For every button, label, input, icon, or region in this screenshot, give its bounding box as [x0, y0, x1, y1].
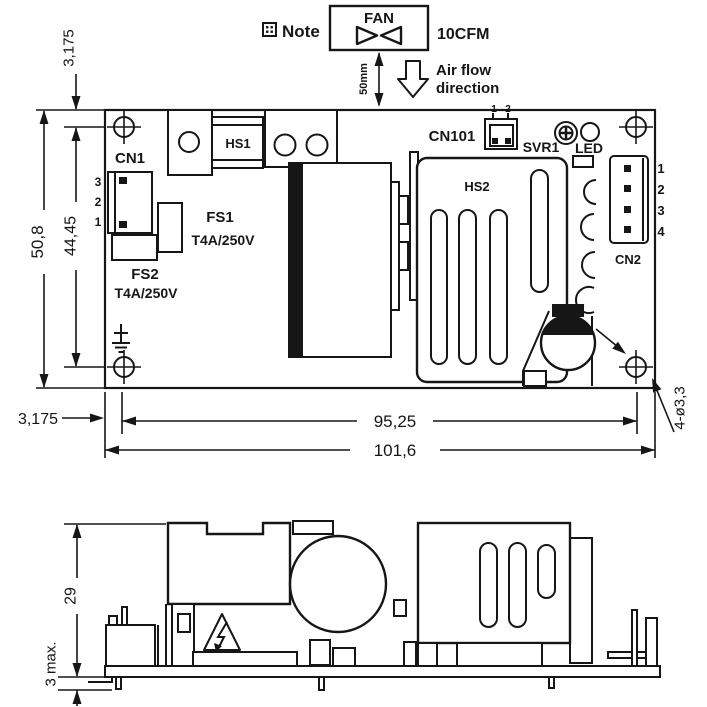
hole-span-v-label: 44,45: [63, 216, 80, 256]
dim-top-offset: 3,175: [60, 29, 81, 110]
cn1-pin-label: 1: [95, 215, 102, 229]
cn2-pin-label: 1: [657, 161, 664, 176]
capacitor-small-left: [167, 109, 213, 176]
cn2-pin-label: 4: [657, 224, 665, 239]
side-part: [393, 599, 407, 617]
heatsink-hs1: HS1: [211, 116, 264, 169]
mounting-hole-bottom-right: [619, 350, 653, 384]
cn2-pin-label: 2: [657, 182, 664, 197]
cn101-pin-label: 1: [491, 104, 497, 115]
fuse-fs2: FS2 T4A/250V: [111, 234, 178, 301]
dim-side-height: 29: [63, 523, 166, 677]
side-pin: [548, 676, 555, 689]
capacitor-pair-block: [264, 109, 338, 168]
note-label: Note: [282, 22, 320, 41]
hs1-label: HS1: [225, 136, 250, 151]
cn1-label: CN1: [115, 150, 145, 167]
fan-distance-label: 50mm: [358, 63, 370, 95]
airflow-rating-label: 10CFM: [437, 26, 489, 43]
fuse-fs1: FS1 T4A/250V: [157, 202, 255, 253]
fan-distance-dimension: 50mm: [358, 52, 384, 107]
mounting-hole-top-right: [619, 110, 653, 144]
dim-left-offset: 3,175: [18, 392, 656, 458]
cn2-pin-label: 3: [657, 203, 664, 218]
note-icon: [262, 22, 277, 37]
hole-callout-arrow: [612, 341, 626, 354]
hs2-fin-slot: [458, 209, 477, 365]
hs2-fin-slot: [489, 209, 508, 365]
side-part: [309, 639, 331, 666]
airflow-direction-arrow-icon: [397, 60, 429, 98]
cn2-label: CN2: [615, 252, 641, 267]
dim-board-width: 101,6: [105, 441, 655, 460]
cn1-connector: CN1 3 2 1: [95, 150, 153, 234]
cn101-pin-label: 2: [505, 104, 511, 115]
airflow-direction-label-line1: Air flow: [436, 62, 491, 79]
side-part: [332, 647, 356, 667]
hole-span-h-label: 95,25: [374, 412, 417, 431]
dim-hole-span-vertical: 44,45: [63, 126, 106, 368]
cn101-connector: CN101 1 2: [429, 104, 518, 150]
hole-callout-arrow: [652, 378, 662, 393]
cn1-pin-label: 3: [95, 175, 102, 189]
hs2-label: HS2: [464, 179, 489, 194]
cn2-connector: 1 2 3 4 CN2: [609, 155, 665, 267]
side-height-label: 29: [63, 587, 80, 605]
transformer: [288, 151, 419, 358]
warning-triangle-icon: [203, 613, 241, 652]
pin-protrusion-label: 3 max.: [42, 641, 59, 686]
dim-hole-span-horizontal: 95,25: [122, 412, 637, 431]
fs2-rating-label: T4A/250V: [114, 285, 178, 301]
side-pcb: [104, 665, 661, 678]
side-view: 29 3 max.: [42, 520, 661, 706]
hole-callout-label: 4-ø3,3: [671, 386, 688, 429]
side-heatsink: [416, 521, 593, 667]
board-height-label: 50,8: [28, 225, 47, 258]
board-width-label: 101,6: [374, 441, 417, 460]
dim-pin-protrusion: 3 max.: [42, 641, 112, 706]
fan-label: FAN: [364, 10, 394, 27]
side-shelf-right: [607, 651, 647, 659]
side-solder-tab: [88, 677, 113, 683]
top-offset-label: 3,175: [60, 29, 77, 67]
cn1-pin-label: 2: [95, 195, 102, 209]
led-indicator: LED: [575, 122, 603, 156]
side-capacitor: [288, 534, 388, 634]
hs2-fin-slot: [530, 169, 549, 293]
top-view: CN1 3 2 1 FS1 T4A/250V FS2 T4A/250V: [95, 104, 688, 433]
fan-blade-icon: [355, 25, 403, 46]
side-cn1-connector: [105, 604, 167, 667]
hs2-fin-slot: [430, 209, 448, 365]
side-transformer: [166, 521, 298, 667]
side-pin: [115, 676, 122, 690]
mounting-hole-top-left: [107, 110, 141, 144]
svr1-label: SVR1: [523, 139, 560, 155]
heatsink-hs2: HS2: [415, 156, 569, 384]
fs2-label: FS2: [131, 266, 159, 283]
ground-symbol: [112, 324, 130, 353]
side-part: [403, 641, 417, 667]
retaining-clips: [572, 155, 597, 314]
fs1-rating-label: T4A/250V: [191, 232, 255, 248]
cn101-label: CN101: [429, 128, 476, 145]
side-bracket: [292, 520, 334, 535]
fan-box: [328, 4, 430, 52]
fs1-label: FS1: [206, 209, 234, 226]
left-offset-label: 3,175: [18, 411, 58, 428]
side-pin: [318, 676, 325, 691]
hole-callout: 4-ø3,3: [595, 328, 688, 433]
led-label: LED: [575, 140, 603, 156]
mounting-hole-bottom-left: [107, 350, 141, 384]
svr1-potentiometer: SVR1: [523, 121, 578, 155]
airflow-direction-label-line2: direction: [436, 80, 499, 97]
fan-annotation: Note FAN 10CFM 50mm Air flow direction: [262, 4, 499, 107]
dim-board-height: 50,8: [28, 109, 104, 389]
capacitor-large: [522, 304, 597, 387]
